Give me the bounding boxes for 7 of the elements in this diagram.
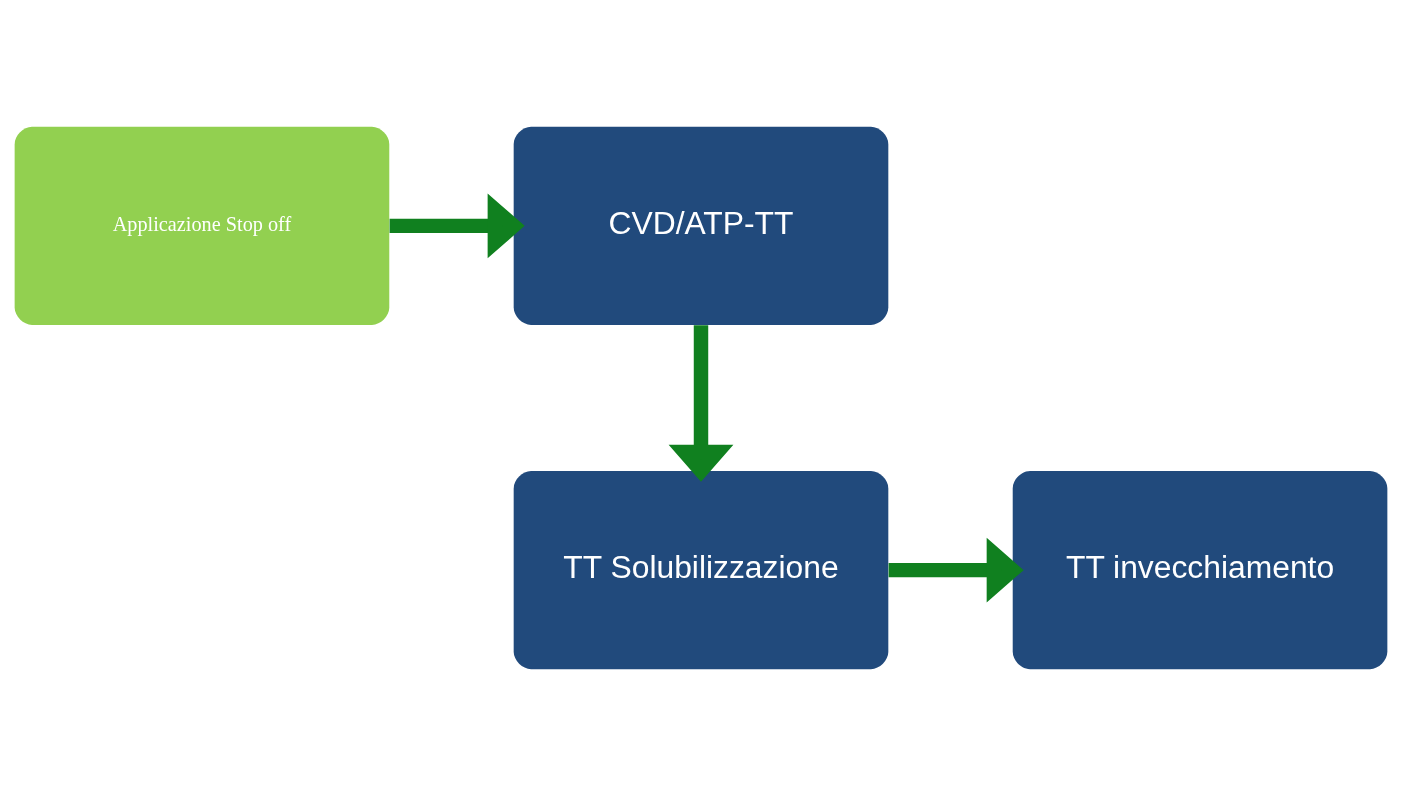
arrow (888, 537, 1024, 602)
node-box: Applicazione Stop off (14, 126, 390, 325)
node-box: TT Solubilizzazione (513, 470, 889, 669)
node-box: CVD/ATP-TT (513, 126, 889, 325)
arrow (668, 324, 734, 482)
arrow (389, 192, 525, 258)
node-box: TT invecchiamento (1012, 470, 1388, 669)
